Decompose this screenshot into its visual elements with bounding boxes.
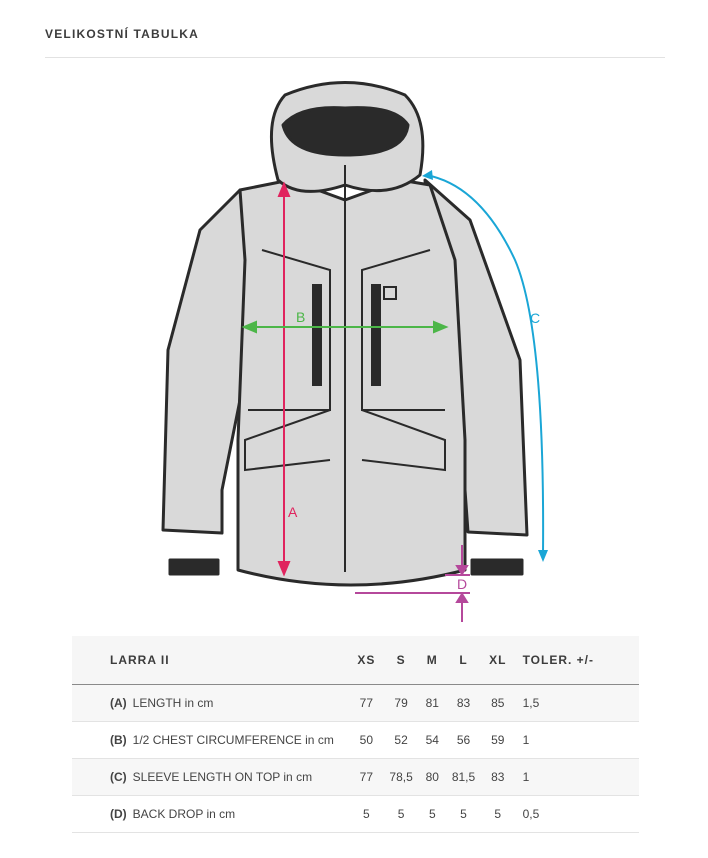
label-b: B <box>296 309 305 325</box>
row-code: (B) <box>110 733 127 747</box>
label-d: D <box>457 576 467 592</box>
size-value: 78,5 <box>381 758 421 796</box>
size-value: 54 <box>420 721 445 759</box>
tolerance-value: 1,5 <box>512 684 639 722</box>
size-value: 5 <box>444 795 483 833</box>
size-value: 52 <box>381 721 421 759</box>
row-code: (A) <box>110 696 127 710</box>
header-s: S <box>381 636 421 685</box>
size-value: 5 <box>381 795 421 833</box>
tolerance-value: 1 <box>512 758 639 796</box>
header-m: M <box>420 636 445 685</box>
table-header-row: LARRA II XS S M L XL TOLER. +/- <box>72 636 639 685</box>
size-value: 83 <box>482 758 513 796</box>
size-value: 56 <box>444 721 483 759</box>
row-label-text: BACK DROP in cm <box>132 807 236 821</box>
size-value: 5 <box>420 795 445 833</box>
size-value: 5 <box>351 795 382 833</box>
size-value: 50 <box>351 721 382 759</box>
label-a: A <box>288 504 298 520</box>
size-value: 81 <box>420 684 445 722</box>
row-code: (D) <box>110 807 127 821</box>
size-value: 83 <box>444 684 483 722</box>
tolerance-value: 1 <box>512 721 639 759</box>
size-value: 81,5 <box>444 758 483 796</box>
size-value: 80 <box>420 758 445 796</box>
jacket-size-diagram: A B C D <box>161 81 548 622</box>
size-value: 77 <box>351 684 382 722</box>
row-label: (A) LENGTH in cm <box>72 684 351 722</box>
tolerance-value: 0,5 <box>512 795 639 833</box>
header-xl: XL <box>482 636 513 685</box>
row-label: (C) SLEEVE LENGTH ON TOP in cm <box>72 758 351 796</box>
row-label-text: LENGTH in cm <box>132 696 214 710</box>
header-xs: XS <box>351 636 382 685</box>
size-value: 59 <box>482 721 513 759</box>
row-label-text: 1/2 CHEST CIRCUMFERENCE in cm <box>132 733 334 747</box>
label-c: C <box>530 310 540 326</box>
jacket-body <box>236 178 467 587</box>
divider <box>45 57 665 58</box>
size-value: 79 <box>381 684 421 722</box>
row-label: (D) BACK DROP in cm <box>72 795 351 833</box>
header-l: L <box>444 636 483 685</box>
size-table: LARRA II XS S M L XL TOLER. +/- (A) LENGT… <box>72 636 639 833</box>
page-title: VELIKOSTNÍ TABULKA <box>45 27 200 41</box>
header-tolerance: TOLER. +/- <box>512 636 639 685</box>
row-label: (B) 1/2 CHEST CIRCUMFERENCE in cm <box>72 721 351 759</box>
row-label-text: SLEEVE LENGTH ON TOP in cm <box>132 770 313 784</box>
size-value: 77 <box>351 758 382 796</box>
size-value: 5 <box>482 795 513 833</box>
header-model: LARRA II <box>72 636 351 685</box>
row-code: (C) <box>110 770 127 784</box>
size-value: 85 <box>482 684 513 722</box>
